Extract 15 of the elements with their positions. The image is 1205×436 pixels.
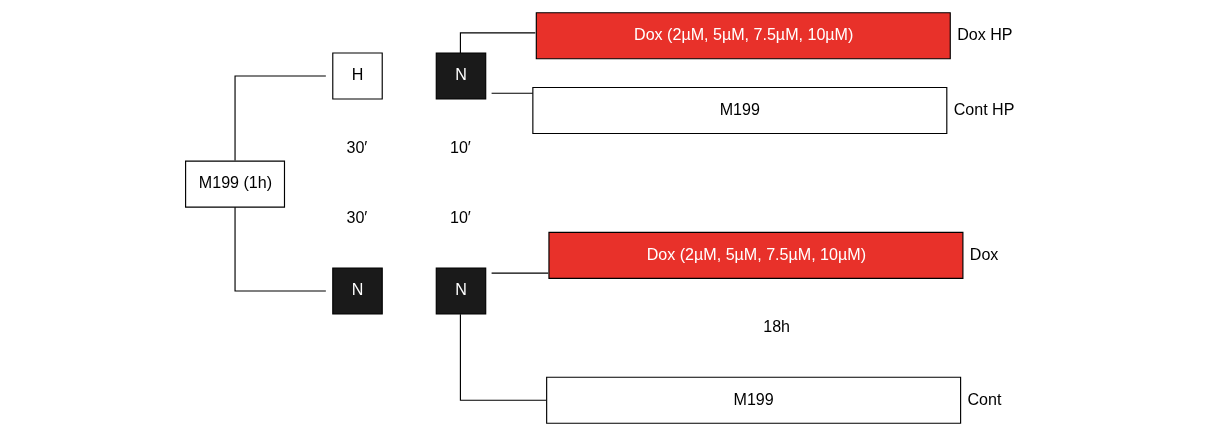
node-label: Cont	[967, 389, 1001, 408]
node-label: Cont HP	[953, 99, 1014, 118]
label: 10′	[449, 207, 471, 226]
label: 30′	[345, 207, 367, 226]
node-label: Dox	[969, 244, 998, 263]
label: 30′	[345, 137, 367, 156]
connector	[459, 313, 547, 401]
connector	[490, 92, 533, 94]
label: 10′	[449, 137, 471, 156]
connector	[233, 75, 326, 162]
connector	[459, 32, 536, 54]
connector	[233, 206, 326, 292]
node-label: Dox HP	[956, 25, 1013, 43]
connector	[490, 272, 549, 274]
label: 18h	[762, 317, 790, 336]
